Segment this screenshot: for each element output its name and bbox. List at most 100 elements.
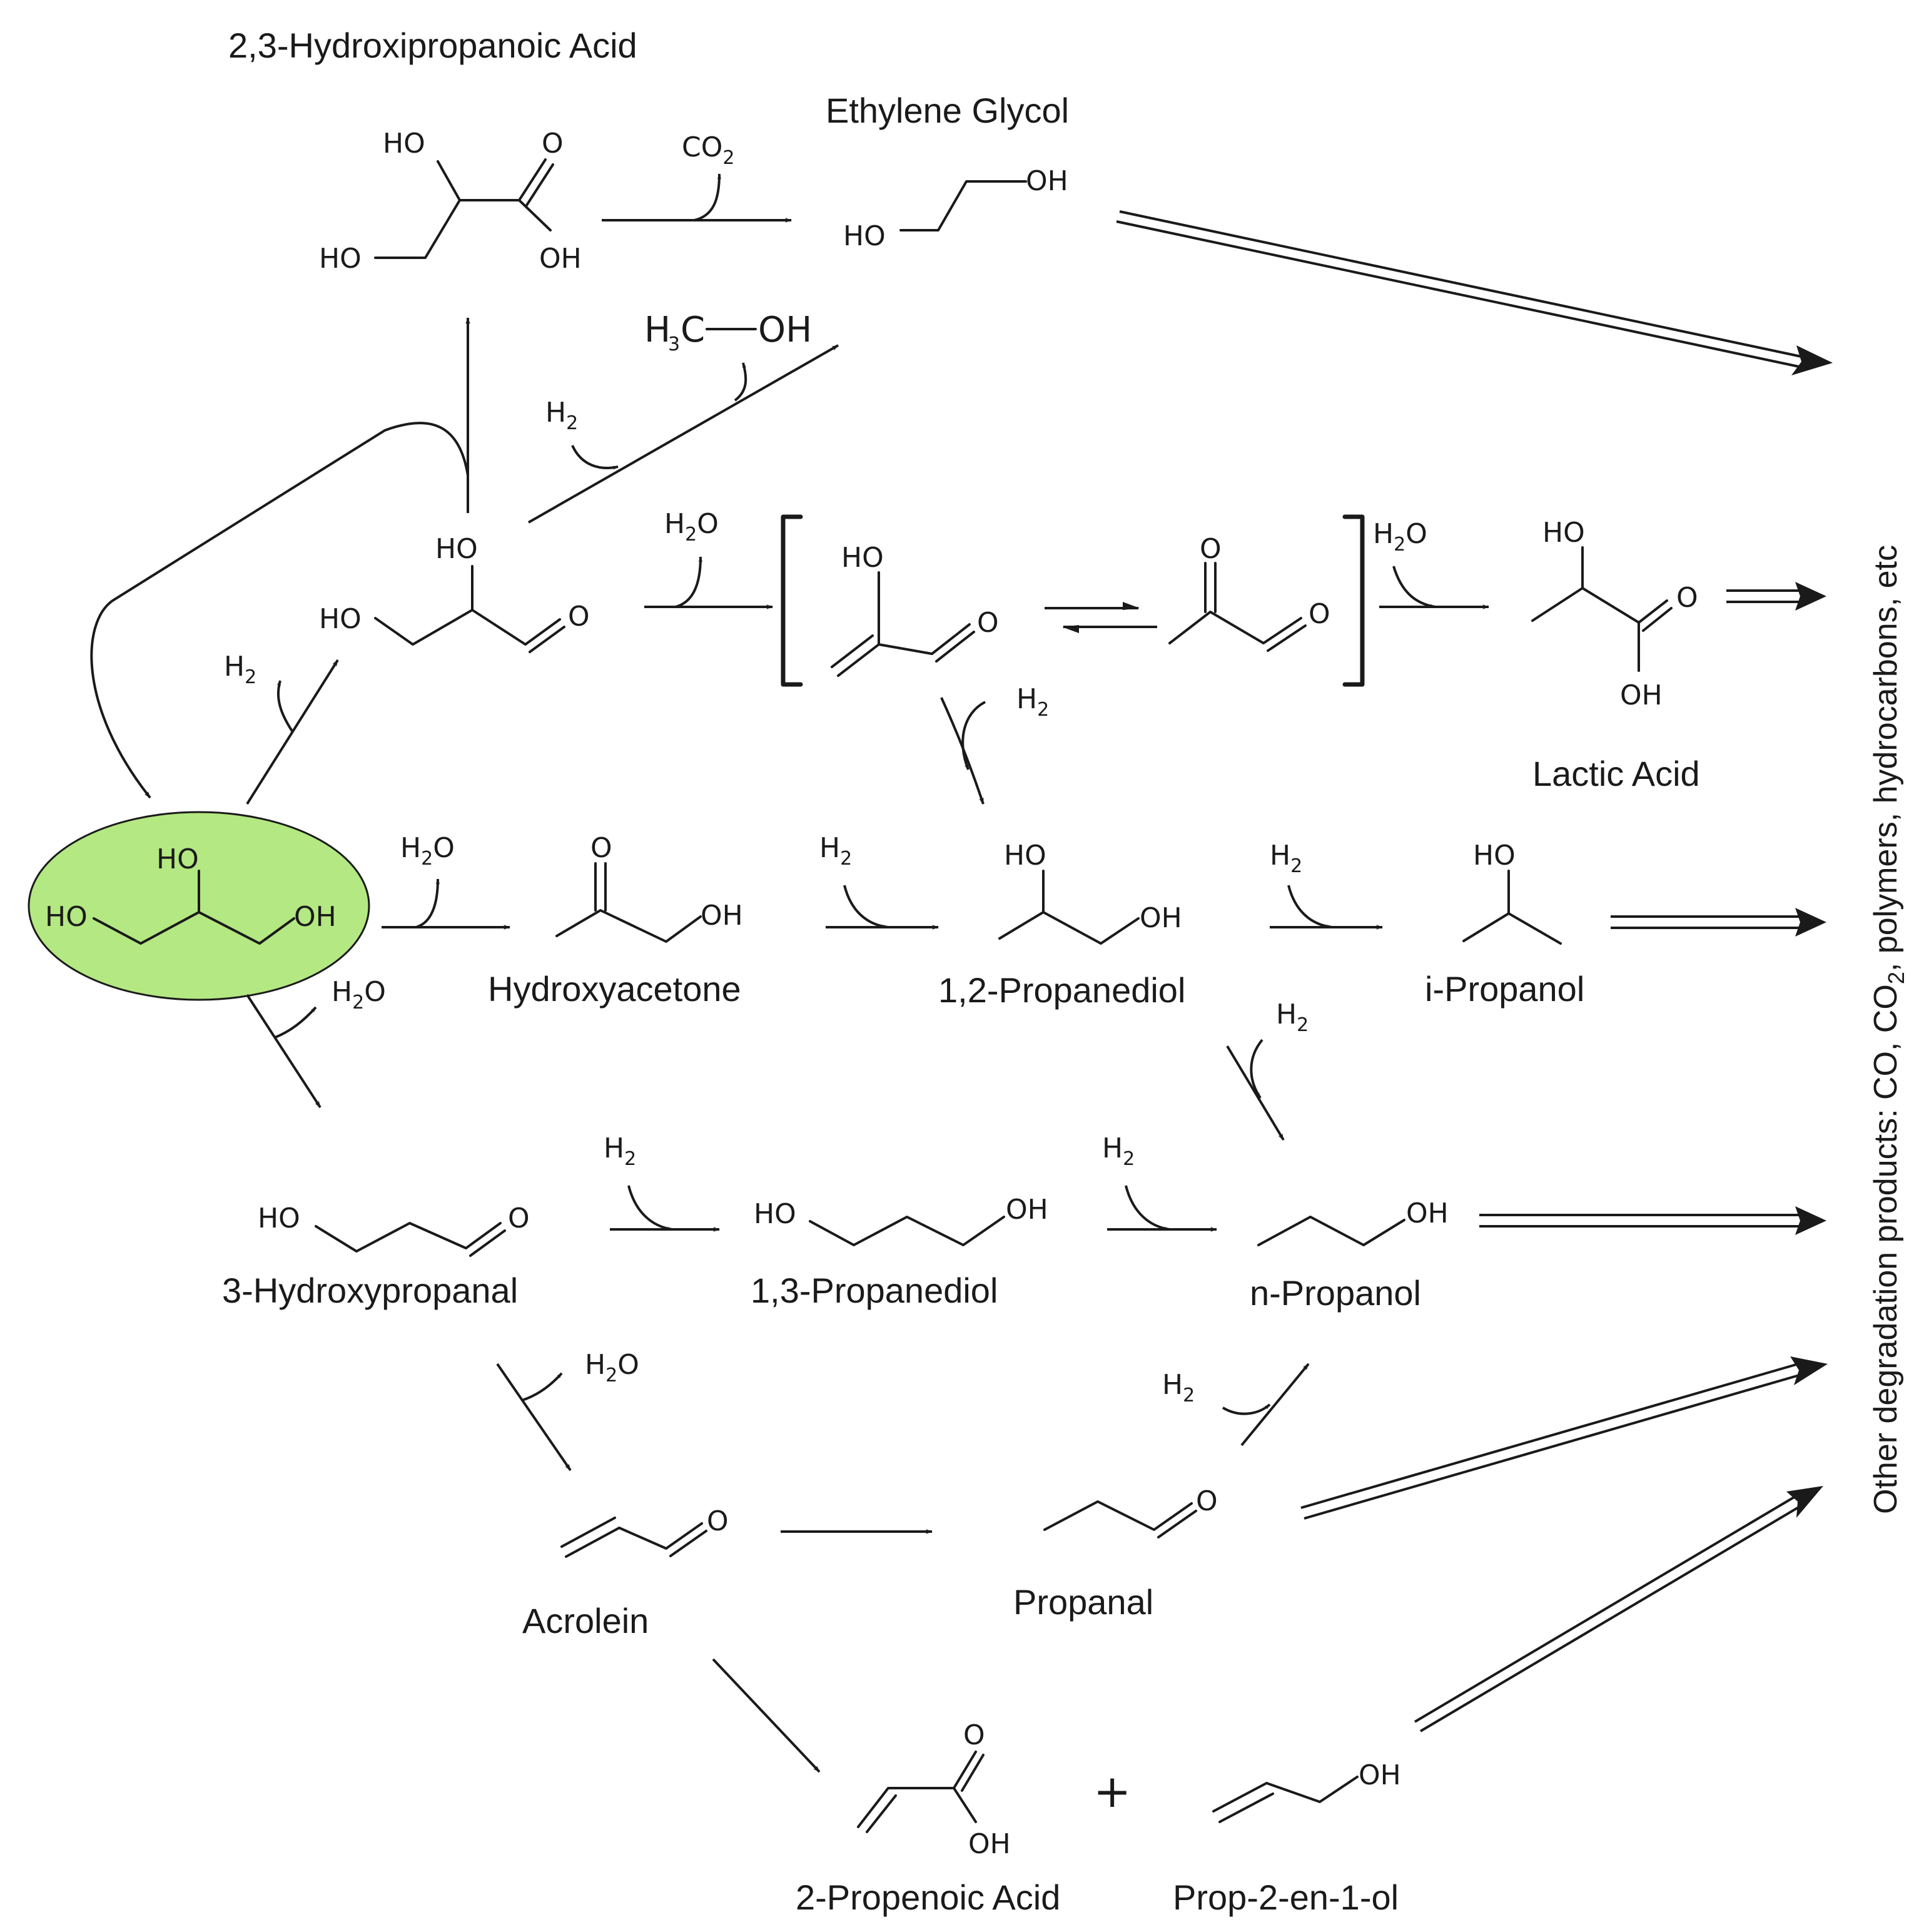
- propanediol-13-oh: OH: [1006, 1194, 1048, 1226]
- allyl-alcohol-name: Prop-2-en-1-ol: [1173, 1878, 1399, 1917]
- n-propanol: OH n-Propanol: [1250, 1197, 1449, 1313]
- glyceric-co-bond-2: [525, 163, 554, 206]
- lactic-ho: HO: [1542, 517, 1585, 549]
- h2-label-6: H2: [1102, 1132, 1135, 1170]
- propanediol-13-skeleton: [809, 1216, 1005, 1246]
- hydroxyacetone-oh: OH: [701, 900, 743, 932]
- hydroxypropanal: HO O 3-Hydroxypropanal: [222, 1202, 530, 1310]
- allyl-alcohol: OH Prop-2-en-1-ol: [1173, 1759, 1401, 1917]
- h2-enol-label: H2: [1016, 683, 1049, 721]
- ethylene-glycol: Ethylene Glycol OH HO: [826, 91, 1069, 252]
- acrolein-name: Acrolein: [522, 1601, 649, 1640]
- glyceraldehyde-ho-left: HO: [319, 603, 362, 635]
- arrow-h2o-addition-lactic: [1392, 566, 1436, 608]
- arrow-h2-addition-5: [627, 1185, 673, 1231]
- arrow-propanal-to-npropanol: [1240, 1363, 1310, 1446]
- glyceric-o: O: [542, 128, 564, 160]
- h2-methanol-label: H2: [545, 397, 578, 434]
- propenoic-acid: O OH 2-Propenoic Acid: [796, 1719, 1060, 1917]
- pyruvaldehyde-o-top: O: [1200, 533, 1222, 565]
- lactic-oh: OH: [1620, 679, 1663, 711]
- acrolein: O Acrolein: [522, 1505, 729, 1640]
- glyceraldehyde-o: O: [568, 601, 590, 633]
- arrow-to-methanol: [528, 344, 839, 524]
- ethylene-glycol-name: Ethylene Glycol: [826, 91, 1069, 130]
- double-arrow-npropanol: [1479, 1206, 1826, 1235]
- arrow-hydroxypropanal-to-acrolein: [496, 1363, 572, 1472]
- bracket-left: [781, 514, 803, 687]
- h2o-label-lactic: H2O: [1373, 518, 1427, 556]
- enol-ho: HO: [841, 542, 884, 574]
- propanal-o: O: [1196, 1485, 1218, 1517]
- propanediol-13: HO OH 1,3-Propanediol: [751, 1194, 1048, 1310]
- h2-label-4: H2: [1276, 999, 1309, 1036]
- methanol-c: C: [681, 310, 705, 350]
- methanol-oh: OH: [758, 310, 812, 350]
- glyceric-oh: OH: [539, 243, 582, 275]
- hydroxypropanal-name: 3-Hydroxypropanal: [222, 1271, 518, 1310]
- lactic-co-double: [1642, 607, 1673, 632]
- glycerol-oh-right: OH: [294, 901, 337, 933]
- propenoic-co-double: [961, 1754, 985, 1792]
- arrow-h2o-release-1: [675, 556, 703, 608]
- propanediol-12-name: 1,2-Propanediol: [938, 970, 1185, 1010]
- double-arrow-allyl: [1414, 1486, 1823, 1732]
- glyceric-acid-name: 2,3-Hydroxipropanoic Acid: [228, 26, 637, 65]
- glyceraldehyde-co-bond: [529, 626, 565, 653]
- acrolein-co-double: [669, 1530, 707, 1557]
- h2o-label-2: H2O: [400, 832, 455, 870]
- hydroxypropanal-skeleton: [315, 1222, 502, 1253]
- h2-label-5: H2: [604, 1132, 636, 1170]
- hydroxypropanal-ho: HO: [258, 1202, 300, 1234]
- ethylene-glycol-oh: OH: [1026, 165, 1068, 197]
- lactic-acid-name: Lactic Acid: [1532, 754, 1700, 793]
- glyceric-ho-top: HO: [383, 128, 425, 160]
- methanol-sub3: 3: [668, 333, 680, 355]
- propanediol-13-ho: HO: [754, 1198, 796, 1230]
- i-propanol: HO i-Propanol: [1425, 840, 1584, 1009]
- propanal-skeleton: [1043, 1500, 1193, 1531]
- arrow-h2o-release-3: [275, 1006, 317, 1039]
- arrow-h2-addition-6: [1125, 1185, 1170, 1231]
- arrow-co2-release: [694, 173, 722, 221]
- glycerol-ho-left: HO: [45, 901, 88, 933]
- propenoic-acid-name: 2-Propenoic Acid: [796, 1878, 1060, 1917]
- glyceraldehyde-skeleton: [374, 609, 561, 646]
- enol-cc-double: [831, 634, 874, 668]
- arrow-h2-methanol: [571, 445, 619, 470]
- enol-skeleton: [837, 623, 971, 677]
- propanal-name: Propanal: [1013, 1582, 1153, 1622]
- h2-label-3: H2: [1270, 840, 1302, 877]
- double-arrow-lactic: [1726, 582, 1826, 611]
- arrow-h2-addition-3: [1287, 885, 1333, 929]
- arrow-h2o-release-4: [522, 1372, 563, 1401]
- glyceric-ho-left: HO: [319, 243, 362, 275]
- allyl-cc-double: [1218, 1792, 1274, 1823]
- arrow-h2o-release-2: [415, 878, 440, 928]
- degradation-arrows: [1116, 210, 1833, 1732]
- hydroxypropanal-o: O: [508, 1202, 530, 1234]
- arrow-h2-addition-2: [843, 885, 889, 929]
- i-propanol-ho: HO: [1473, 840, 1516, 872]
- propenoic-cc-double: [866, 1794, 897, 1833]
- glyceric-oh-bond: [437, 160, 461, 201]
- propanediol-12: HO OH 1,2-Propanediol: [938, 840, 1185, 1010]
- h2o-label-3: H2O: [332, 976, 386, 1014]
- pyruvaldehyde-o-right: O: [1309, 598, 1330, 630]
- propenoic-oh: OH: [968, 1828, 1011, 1860]
- allyl-oh: OH: [1359, 1759, 1401, 1791]
- acrolein-o: O: [707, 1505, 729, 1537]
- acrolein-cc-double: [560, 1517, 616, 1548]
- glyceraldehyde-ho-top: HO: [435, 533, 478, 565]
- enol-co-double: [935, 631, 975, 663]
- n-propanol-name: n-Propanol: [1250, 1273, 1421, 1313]
- i-propanol-name: i-Propanol: [1425, 969, 1584, 1009]
- hydroxyacetone: O OH Hydroxyacetone: [488, 832, 743, 1009]
- ethylene-glycol-ho: HO: [843, 220, 886, 252]
- h2-label-7: H2: [1162, 1369, 1195, 1406]
- ethylene-glycol-skeleton: [899, 180, 1027, 231]
- h2o-label-4: H2O: [585, 1349, 639, 1386]
- h2-label-2: H2: [819, 832, 852, 870]
- n-propanol-oh: OH: [1406, 1197, 1449, 1229]
- methanol-h: H: [644, 310, 671, 350]
